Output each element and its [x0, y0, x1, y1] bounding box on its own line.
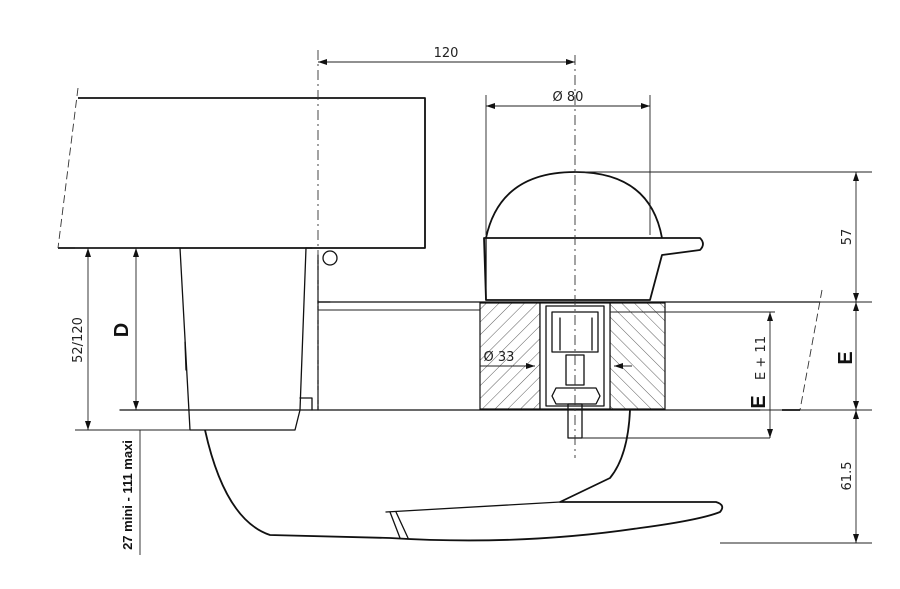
clip-hook — [317, 250, 338, 303]
dim-27-111-label: 27 mini - 111 maxi — [120, 440, 135, 550]
dim-57-label: 57 — [840, 229, 855, 246]
vehicle-body — [57, 87, 426, 249]
dim-52-120-label: 52/120 — [71, 317, 86, 363]
dim-diameter-33-label: Ø 33 — [484, 350, 515, 365]
dim-120-label: 120 — [434, 46, 459, 61]
dim-e-left-label: E — [748, 395, 770, 408]
dim-diameter-80-label: Ø 80 — [553, 90, 584, 105]
panel-plate — [119, 301, 821, 411]
dim-e-label: E — [835, 351, 857, 364]
mounting-bracket — [179, 247, 313, 431]
dome-cap — [483, 171, 704, 301]
dim-61-5-label: 61.5 — [840, 462, 855, 491]
dim-d-label: D — [111, 323, 133, 337]
dimension-lines — [85, 59, 859, 555]
dim-e-plus-11-label: E + 11 — [754, 336, 769, 380]
center-lines — [317, 50, 823, 458]
extension-lines — [75, 95, 872, 544]
lever-handle — [204, 409, 724, 542]
